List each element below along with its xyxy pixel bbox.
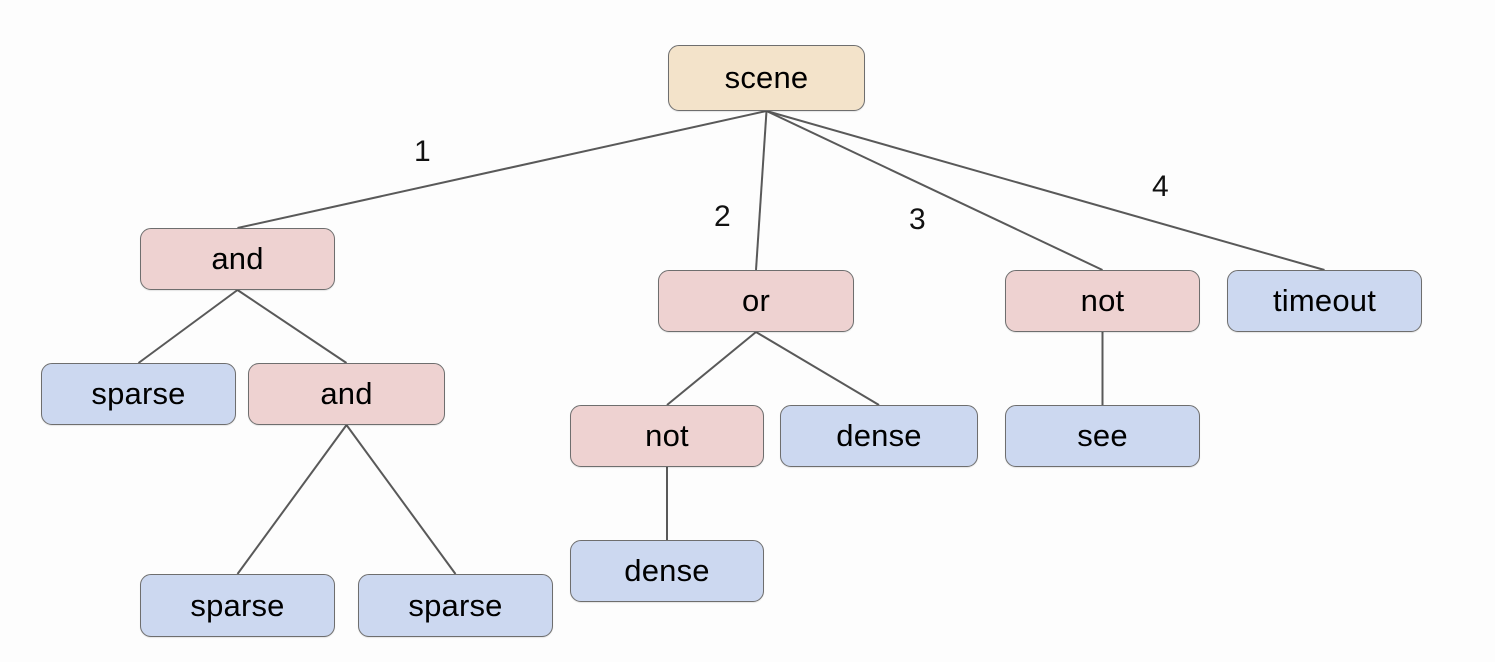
node-label: or	[742, 283, 770, 318]
node-timeout1[interactable]: timeout	[1227, 270, 1422, 332]
node-sparse1[interactable]: sparse	[41, 363, 236, 425]
edge-and1-to-sparse1	[137, 289, 239, 364]
node-sparse3[interactable]: sparse	[358, 574, 553, 637]
edge-and2-to-sparse3	[345, 424, 457, 575]
node-label: timeout	[1272, 283, 1377, 318]
edge-scene-to-and1	[237, 110, 767, 229]
edge-scene-to-or1	[755, 110, 768, 271]
edge-label-4: 4	[1152, 170, 1169, 203]
edge-or1-to-dense1	[755, 331, 880, 406]
node-not1[interactable]: not	[570, 405, 764, 467]
node-dense1[interactable]: dense	[780, 405, 978, 467]
node-label: not	[1080, 283, 1125, 318]
node-label: sparse	[91, 376, 186, 411]
node-label: sparse	[408, 587, 503, 623]
node-sparse2[interactable]: sparse	[140, 574, 335, 637]
node-scene[interactable]: scene	[668, 45, 865, 111]
edge-label-3: 3	[909, 203, 926, 236]
edge-or1-to-not1	[666, 331, 757, 406]
edge-scene-to-timeout1	[766, 110, 1325, 271]
node-or1[interactable]: or	[658, 270, 854, 332]
edge-and2-to-sparse2	[236, 424, 348, 575]
edge-label-2: 2	[714, 200, 731, 233]
node-label: scene	[724, 60, 809, 95]
edge-and1-to-and2	[236, 289, 348, 364]
node-and2[interactable]: and	[248, 363, 445, 425]
node-label: and	[320, 376, 373, 411]
node-label: sparse	[190, 587, 285, 623]
node-label: dense	[836, 418, 922, 453]
node-label: not	[645, 418, 689, 453]
node-and1[interactable]: and	[140, 228, 335, 290]
edge-scene-to-not2	[766, 110, 1103, 271]
edge-label-1: 1	[414, 135, 431, 168]
node-dense2[interactable]: dense	[570, 540, 764, 602]
node-not2[interactable]: not	[1005, 270, 1200, 332]
node-see1[interactable]: see	[1005, 405, 1200, 467]
node-label: dense	[624, 553, 710, 588]
node-label: see	[1077, 418, 1128, 453]
node-label: and	[211, 241, 264, 276]
